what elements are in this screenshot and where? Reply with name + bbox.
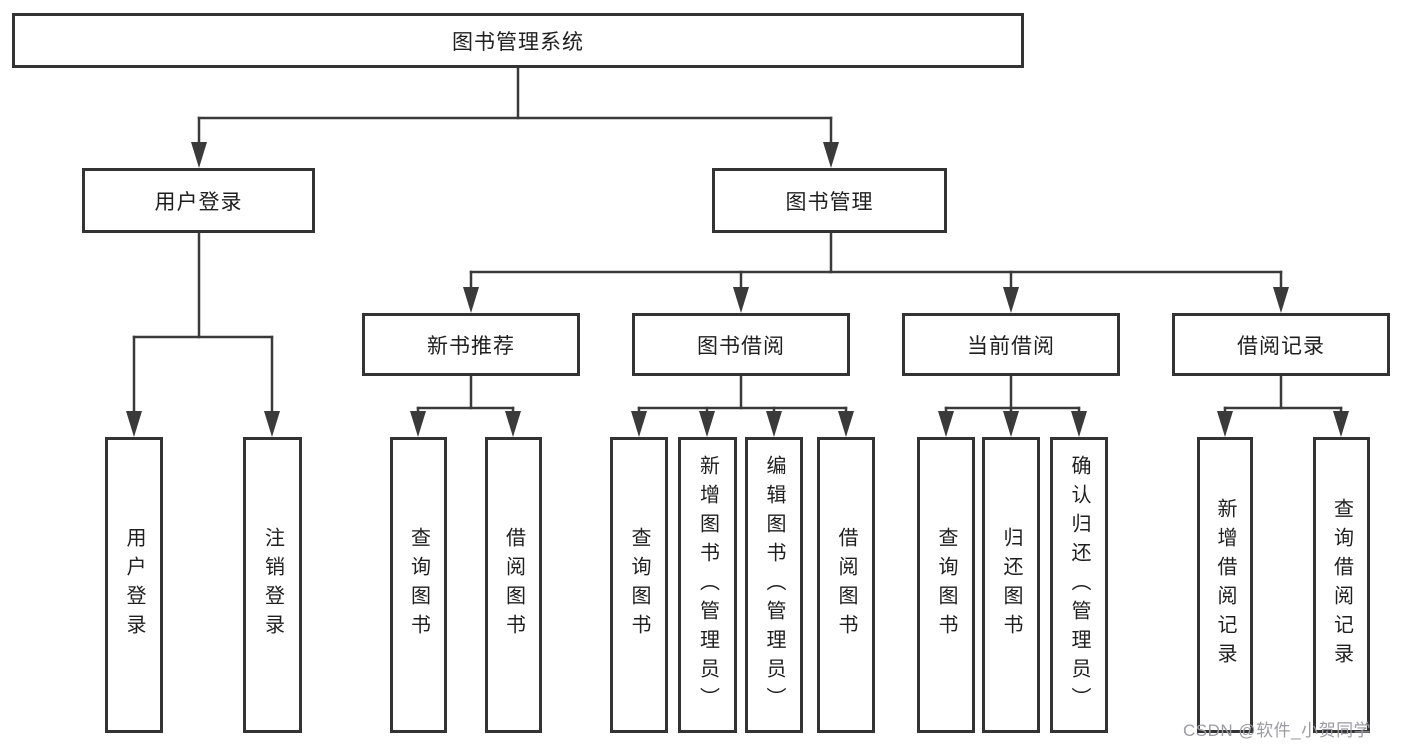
leaf-label: 归还图书 <box>1000 527 1022 643</box>
connector-bookmgmt-to-level3 <box>463 231 1289 313</box>
leaf-label: 查询图书 <box>407 527 430 643</box>
leaf-query-books-borrow: 查询图书 <box>610 437 668 733</box>
leaf-logout: 注销登录 <box>243 437 302 733</box>
node-book-management: 图书管理 <box>712 168 947 233</box>
leaf-add-borrow-record: 新增借阅记录 <box>1197 437 1253 733</box>
node-label: 图书管理 <box>785 190 874 214</box>
connector-currentborrow-to-leaves <box>938 374 1087 437</box>
csdn-watermark: CSDN @软件_小贺同学 <box>1183 721 1372 740</box>
leaf-query-books-recommend: 查询图书 <box>390 437 447 733</box>
node-new-book-recommendation: 新书推荐 <box>362 313 580 376</box>
node-label: 图书借阅 <box>697 334 785 358</box>
connector-newbook-to-leaves <box>410 374 521 437</box>
connector-bookborrow-to-leaves <box>631 374 854 437</box>
leaf-query-books-current: 查询图书 <box>917 437 975 733</box>
leaf-query-borrow-record: 查询借阅记录 <box>1313 437 1370 733</box>
leaf-add-books-admin: 新增图书（管理员） <box>678 437 737 733</box>
leaf-label: 用户登录 <box>123 527 145 643</box>
leaf-label: 新增图书（管理员） <box>696 454 719 716</box>
node-borrowing-records: 借阅记录 <box>1172 313 1390 376</box>
node-book-borrowing: 图书借阅 <box>632 313 850 376</box>
leaf-label: 编辑图书（管理员） <box>763 454 785 716</box>
leaf-borrow-books-recommend: 借阅图书 <box>485 437 542 733</box>
node-label: 图书管理系统 <box>452 30 584 54</box>
connector-root-to-level2 <box>191 64 839 168</box>
connector-userlogin-to-leaves <box>126 231 280 437</box>
node-label: 用户登录 <box>154 190 243 214</box>
node-library-management-system: 图书管理系统 <box>12 13 1024 68</box>
node-label: 新书推荐 <box>427 334 515 358</box>
leaf-label: 查询图书 <box>935 527 957 643</box>
leaf-edit-books-admin: 编辑图书（管理员） <box>745 437 803 733</box>
node-user-login: 用户登录 <box>82 168 315 233</box>
leaf-label: 查询图书 <box>628 527 650 643</box>
node-label: 当前借阅 <box>967 334 1055 358</box>
connector-records-to-leaves <box>1217 374 1349 437</box>
leaf-borrow-books: 借阅图书 <box>817 437 875 733</box>
leaf-return-books: 归还图书 <box>982 437 1040 733</box>
leaf-confirm-return-admin: 确认归还（管理员） <box>1050 437 1108 733</box>
leaf-user-login: 用户登录 <box>105 437 163 733</box>
node-current-borrowing: 当前借阅 <box>902 313 1120 376</box>
node-label: 借阅记录 <box>1237 334 1325 358</box>
leaf-label: 借阅图书 <box>835 527 857 643</box>
leaf-label: 确认归还（管理员） <box>1068 454 1090 716</box>
leaf-label: 查询借阅记录 <box>1330 498 1353 672</box>
leaf-label: 新增借阅记录 <box>1214 498 1236 672</box>
leaf-label: 注销登录 <box>261 527 284 643</box>
leaf-label: 借阅图书 <box>502 527 525 643</box>
